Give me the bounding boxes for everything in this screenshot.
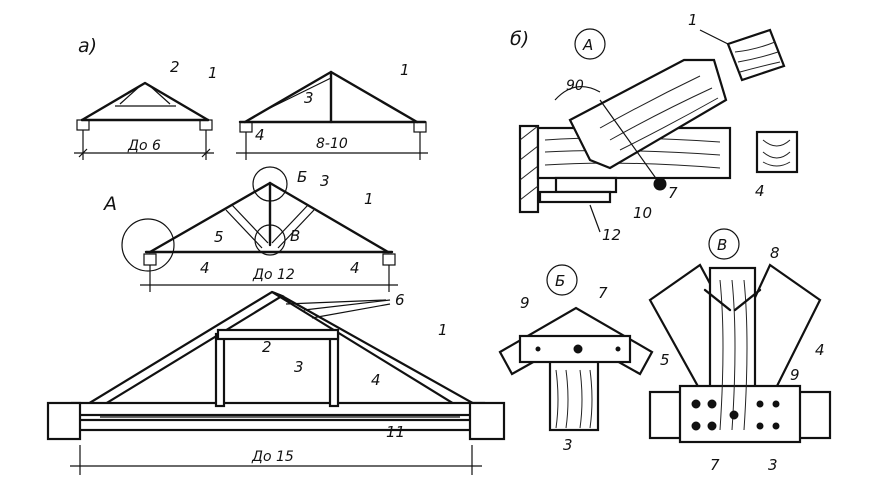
- detailB-label-7: 7: [598, 284, 608, 302]
- detailA-label-10: 10: [633, 204, 652, 222]
- detail-V-circle: [708, 228, 740, 260]
- detailV-label-7: 7: [710, 456, 720, 474]
- truss8-label-3: 3: [304, 89, 314, 107]
- truss12-label-4-right: 4: [350, 259, 360, 277]
- truss15-label-2: 2: [262, 338, 272, 356]
- detailV-label-8: 8: [770, 244, 780, 262]
- span-8-10-label: 8-10: [316, 136, 348, 152]
- detailA-label-4: 4: [755, 182, 765, 200]
- truss-span-6: 2 1 До 6: [74, 58, 218, 160]
- truss12-label-1: 1: [364, 190, 374, 208]
- truss15-label-1: 1: [438, 321, 448, 339]
- callout-circle-A: [121, 218, 175, 272]
- callout-circle-B: [252, 166, 288, 202]
- detail-V-circle-label: В: [717, 236, 727, 254]
- detailV-label-9: 9: [790, 366, 800, 384]
- truss8-label-1: 1: [400, 61, 410, 79]
- span-6-label: До 6: [127, 138, 161, 154]
- truss-span-12: А Б В 3 1 5 4 4 До 12: [102, 166, 398, 292]
- truss15-label-4: 4: [371, 371, 381, 389]
- callout-circle-V: [254, 224, 286, 256]
- truss15-label-6: 6: [395, 291, 405, 309]
- detail-A-circle: [574, 28, 606, 60]
- detailA-label-1: 1: [688, 11, 698, 29]
- part-a-label: а): [78, 35, 97, 57]
- node-A-label: А: [102, 193, 117, 215]
- truss12-label-5: 5: [214, 228, 224, 246]
- angle-90-label: 90: [566, 78, 584, 94]
- detailB-label-3: 3: [563, 436, 573, 454]
- detail-node-A: А 90 1 7 4 10 12: [518, 11, 799, 244]
- detail-node-B: Б 9 7 3: [498, 264, 654, 454]
- detailA-label-7: 7: [668, 184, 678, 202]
- detail-B-circle: [546, 264, 578, 296]
- detailV-label-3: 3: [768, 456, 778, 474]
- truss-span-15: 6 1 2 3 4 11 До 15: [46, 290, 506, 475]
- truss12-label-3: 3: [320, 172, 330, 190]
- truss12-label-4-left: 4: [200, 259, 210, 277]
- truss-span-8-10: 1 3 4 8-10: [236, 61, 428, 160]
- span-12-label: До 12: [252, 267, 295, 283]
- detailV-label-4: 4: [815, 341, 825, 359]
- span-15-label: До 15: [251, 449, 294, 465]
- truss6-label-2: 2: [170, 58, 180, 76]
- detailB-label-9: 9: [520, 294, 530, 312]
- detailV-label-5: 5: [660, 351, 670, 369]
- detailA-label-12: 12: [602, 226, 621, 244]
- part-b-label: б): [510, 28, 529, 50]
- truss15-label-3: 3: [294, 358, 304, 376]
- truss6-label-1: 1: [208, 64, 218, 82]
- detail-A-circle-label: А: [582, 36, 593, 54]
- node-V-label: В: [290, 227, 300, 245]
- truss15-label-11: 11: [386, 423, 405, 441]
- detail-node-V: В 8 5 9 4 7 3: [648, 228, 832, 474]
- truss8-label-4: 4: [255, 126, 265, 144]
- detail-B-circle-label: Б: [555, 272, 565, 290]
- node-B-label: Б: [297, 168, 307, 186]
